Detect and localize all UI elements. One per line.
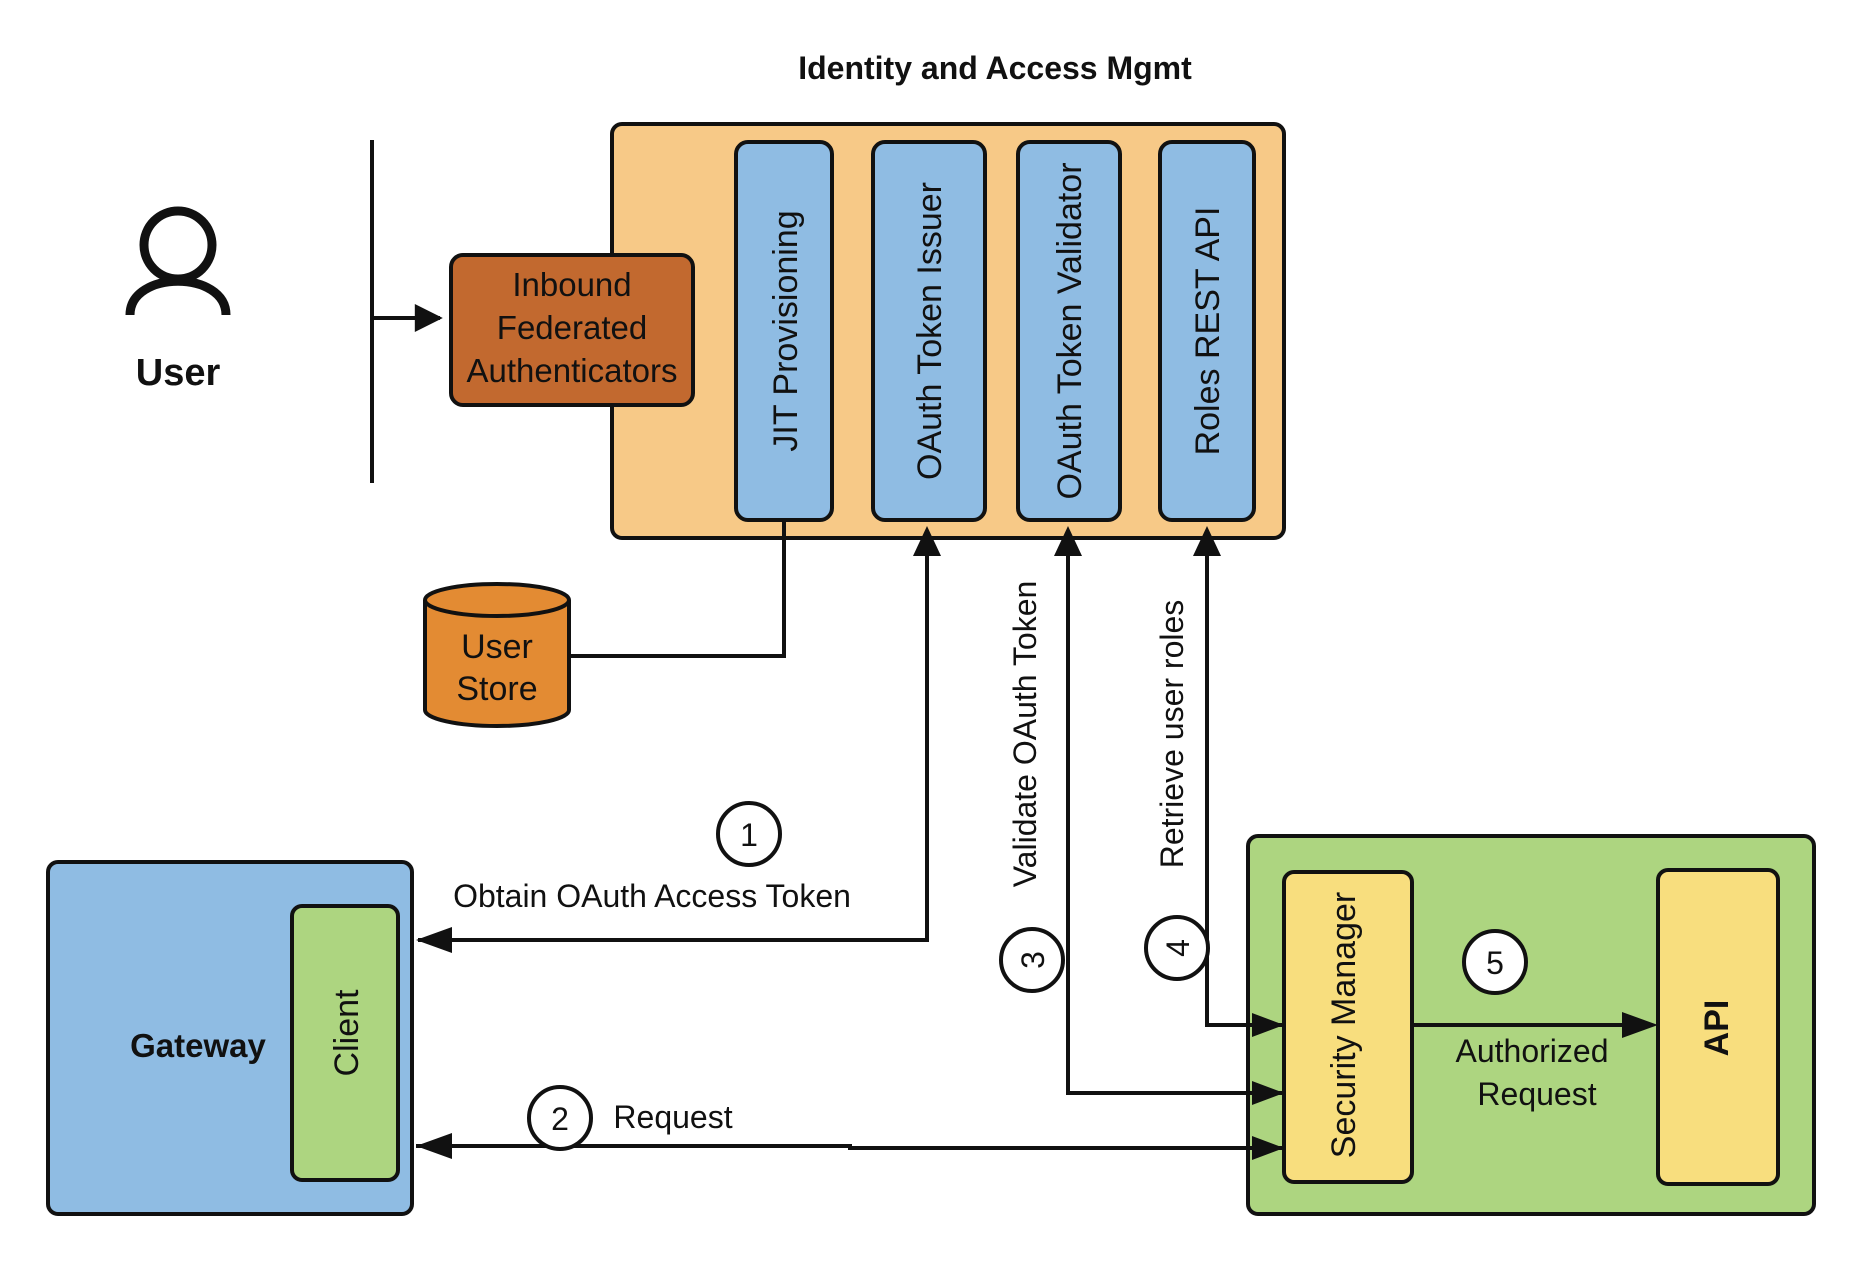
step-3-number: 3 bbox=[1015, 951, 1051, 969]
inbound-line-3: Authenticators bbox=[467, 352, 678, 389]
flow-2-arrowhead-left bbox=[416, 1133, 452, 1159]
flow-1-label: Obtain OAuth Access Token bbox=[453, 878, 851, 914]
client-label: Client bbox=[328, 989, 366, 1076]
module-oauth-token-issuer: OAuth Token Issuer bbox=[871, 140, 987, 522]
step-2-badge: 2 bbox=[527, 1085, 593, 1151]
step-4-badge: 4 bbox=[1144, 915, 1210, 981]
jit-to-userstore-connector bbox=[569, 520, 786, 658]
module-label: JIT Provisioning bbox=[767, 210, 805, 451]
flow-4-label: Retrieve user roles bbox=[1154, 600, 1190, 869]
module-label: Roles REST API bbox=[1189, 207, 1227, 456]
step-4-number: 4 bbox=[1160, 939, 1196, 957]
module-oauth-token-validator: OAuth Token Validator bbox=[1016, 140, 1122, 522]
flow-5-label-line-2: Request bbox=[1477, 1076, 1596, 1112]
step-1-badge: 1 bbox=[716, 801, 782, 867]
api-box bbox=[1656, 868, 1780, 1186]
user-label: User bbox=[136, 352, 221, 394]
flow-4-arrowhead-right bbox=[1252, 1013, 1284, 1037]
flow-3-arrowhead-right bbox=[1252, 1081, 1284, 1105]
flow-1-line bbox=[418, 537, 929, 942]
client-box bbox=[290, 904, 400, 1182]
flow-2-label: Request bbox=[613, 1099, 732, 1135]
step-3-badge: 3 bbox=[999, 927, 1065, 993]
user-icon bbox=[125, 206, 231, 316]
inbound-line-1: Inbound bbox=[512, 266, 631, 303]
flow-5-arrowhead-right bbox=[1622, 1012, 1658, 1038]
flow-3-label: Validate OAuth Token bbox=[1007, 581, 1043, 888]
module-roles-rest-api: Roles REST API bbox=[1158, 140, 1256, 522]
gateway-label: Gateway bbox=[130, 1027, 266, 1064]
inbound-line-2: Federated bbox=[497, 309, 647, 346]
flow-3-arrowhead-up bbox=[1054, 526, 1082, 556]
flow-2-line bbox=[416, 1144, 1282, 1150]
flow-2-arrowhead-right bbox=[1252, 1136, 1284, 1160]
step-5-number: 5 bbox=[1486, 945, 1504, 981]
api-label: API bbox=[1698, 1000, 1736, 1057]
flow-1-arrowhead-up bbox=[913, 526, 941, 556]
step-1-number: 1 bbox=[740, 817, 758, 853]
module-label: OAuth Token Validator bbox=[1051, 162, 1089, 499]
flow-5-label-line-1: Authorized bbox=[1456, 1033, 1609, 1069]
gateway-box: Gateway Client bbox=[46, 860, 414, 1216]
flow-3-line bbox=[1066, 537, 1282, 1095]
user-actor: User bbox=[125, 206, 231, 394]
user-store-line-2: Store bbox=[456, 670, 537, 708]
module-jit-provisioning: JIT Provisioning bbox=[734, 140, 834, 522]
flow-4-arrowhead-up bbox=[1193, 526, 1221, 556]
step-2-number: 2 bbox=[551, 1101, 569, 1137]
user-store-database: User Store bbox=[423, 582, 571, 728]
user-store-line-1: User bbox=[461, 628, 533, 666]
diagram-title: Identity and Access Mgmt bbox=[798, 50, 1192, 86]
step-5-badge: 5 bbox=[1462, 929, 1528, 995]
security-manager-label: Security Manager bbox=[1325, 892, 1363, 1158]
flow-1-arrowhead-left bbox=[416, 927, 452, 953]
module-label: OAuth Token Issuer bbox=[911, 182, 949, 480]
inbound-federated-authenticators: Inbound Federated Authenticators bbox=[449, 253, 695, 407]
